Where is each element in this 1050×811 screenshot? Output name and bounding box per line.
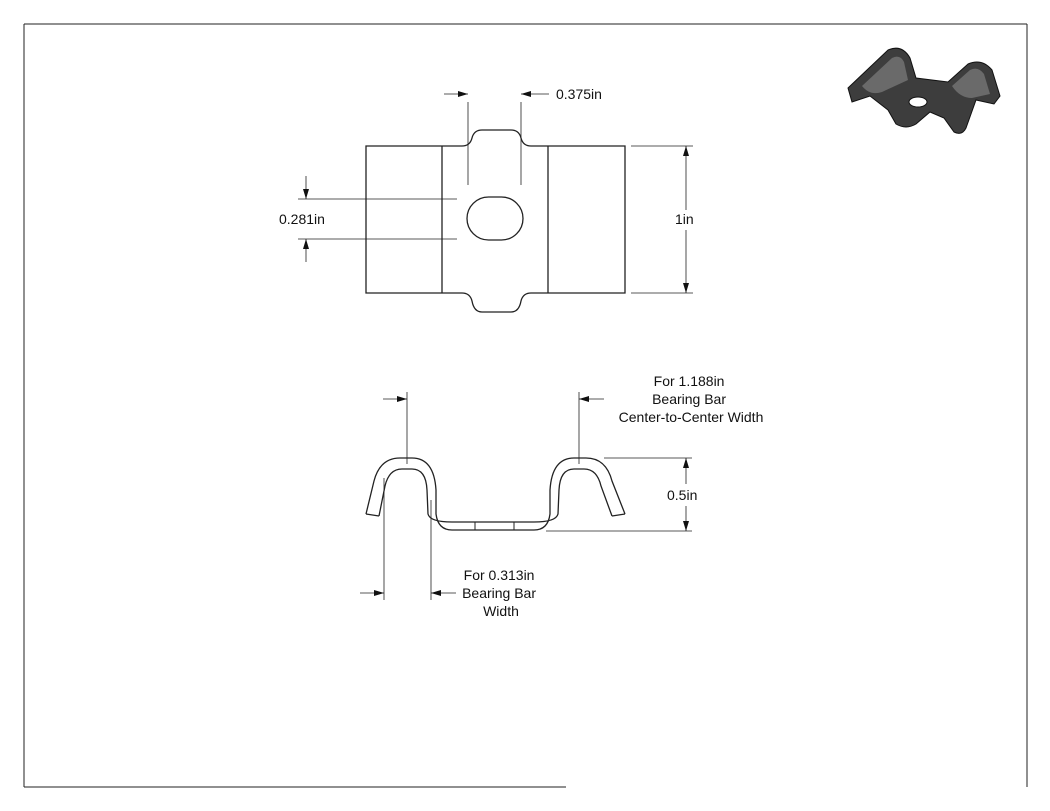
- side-view: For 1.188in Bearing Bar Center-to-Center…: [360, 373, 763, 619]
- side-view-profile-inner: [378, 468, 613, 523]
- dim-depth-label: 0.5in: [667, 487, 697, 503]
- isometric-view: [847, 47, 1001, 134]
- iso-part-highlight: [862, 56, 908, 94]
- iso-part-highlight-2: [952, 68, 990, 98]
- note-center-width: For 1.188in Bearing Bar Center-to-Center…: [619, 373, 764, 425]
- note-bar-width: For 0.313in Bearing Bar Width: [462, 567, 540, 619]
- dim-slot-width-label: 0.375in: [556, 86, 602, 102]
- dim-height: 1in: [631, 145, 694, 294]
- top-view: 0.375in 0.281in 1in: [279, 86, 694, 313]
- top-view-outline: [365, 129, 626, 313]
- dim-height-label: 1in: [675, 211, 694, 227]
- dim-bar-width: For 0.313in Bearing Bar Width: [360, 478, 540, 619]
- dim-center-width: For 1.188in Bearing Bar Center-to-Center…: [383, 373, 763, 464]
- dim-slot-height-label: 0.281in: [279, 211, 325, 227]
- sheet-border: [23, 23, 1028, 788]
- slot: [466, 196, 524, 241]
- side-view-profile-outer: [365, 457, 626, 531]
- dim-depth: 0.5in: [546, 457, 697, 532]
- iso-slot: [908, 96, 928, 108]
- dim-slot-width: 0.375in: [444, 86, 602, 185]
- dim-slot-height: 0.281in: [279, 176, 457, 262]
